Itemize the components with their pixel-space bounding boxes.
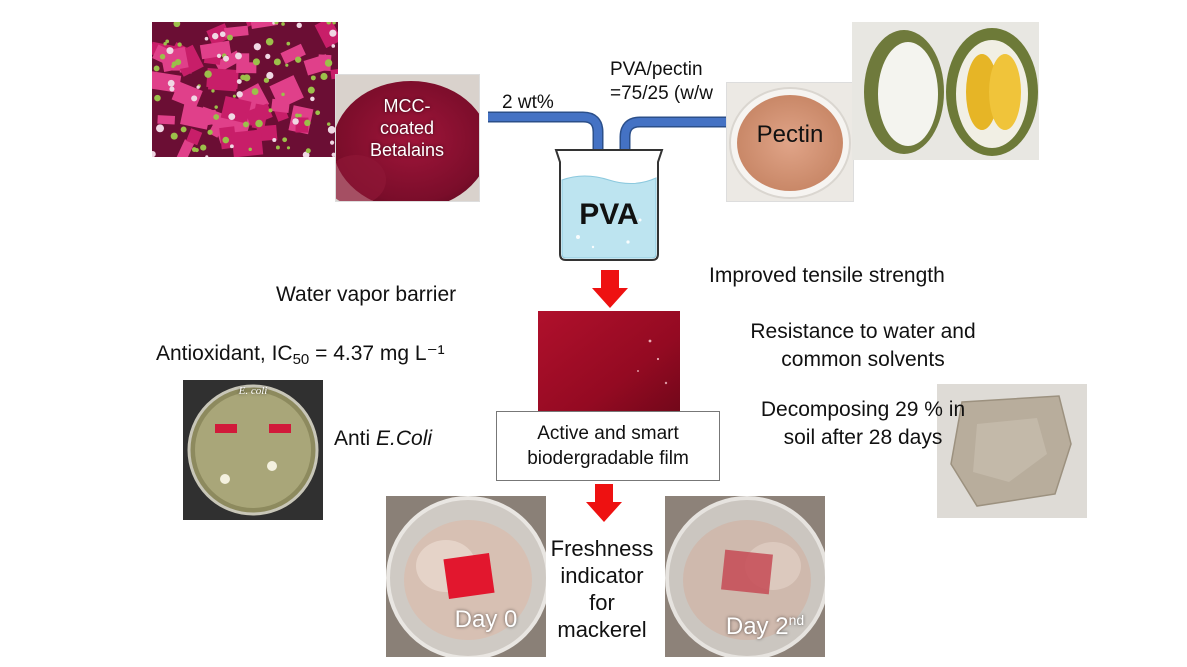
resistance-label: Resistance to water and common solvents xyxy=(750,320,976,371)
film-photo xyxy=(538,311,680,421)
water-vapor-barrier-label: Water vapor barrier xyxy=(276,283,457,306)
antioxidant-subscript: 50 xyxy=(292,351,310,368)
pipe-icon xyxy=(488,111,728,162)
day0-label: Day 0 xyxy=(454,606,518,633)
anti-ecoli-italic: E.Coli xyxy=(376,427,433,450)
day2-prefix: Day 2 xyxy=(725,613,789,640)
antioxidant-prefix: Antioxidant, IC xyxy=(156,342,293,365)
film-description-text: Active and smart biodergradable film xyxy=(527,423,689,469)
dragon-fruit-photo xyxy=(152,22,338,157)
pectin-photo: Pectin xyxy=(726,82,854,202)
decomposed-film-photo xyxy=(937,384,1087,518)
day2-label: Day 2nd xyxy=(705,606,825,641)
down-arrow-icon xyxy=(592,270,628,308)
pva-pectin-ratio-label: PVA/pectin =75/25 (w/w xyxy=(610,59,713,104)
day2-superscript: nd xyxy=(788,612,805,628)
beaker-icon xyxy=(554,149,664,261)
ecoli-plate-photo: E. coli xyxy=(183,380,323,520)
pectin-label: Pectin xyxy=(756,121,824,148)
antioxidant-value: = 4.37 mg L⁻¹ xyxy=(309,342,445,365)
antioxidant-label: Antioxidant, IC50 = 4.37 mg L⁻¹ xyxy=(156,341,445,373)
film-description-box: Active and smart biodergradable film xyxy=(496,411,720,481)
mackerel-day2-photo: Day 2nd xyxy=(665,496,825,657)
wt-label: 2 wt% xyxy=(502,92,554,113)
decomposition-label: Decomposing 29 % in soil after 28 days xyxy=(760,398,966,449)
anti-ecoli-label: Anti E.Coli xyxy=(334,426,432,452)
anti-ecoli-prefix: Anti xyxy=(334,427,377,450)
tensile-strength-label: Improved tensile strength xyxy=(709,264,945,287)
mcc-betalains-label: MCC- coated Betalains xyxy=(369,96,445,160)
pva-label: PVA xyxy=(579,198,639,231)
freshness-indicator-label: Freshness indicator for mackerel xyxy=(550,536,654,642)
ecoli-plate-label: E. coli xyxy=(238,385,268,397)
mackerel-day0-photo: Day 0 xyxy=(386,496,546,657)
down-arrow-icon xyxy=(586,484,622,522)
durian-photo xyxy=(852,22,1039,160)
mcc-betalains-photo: MCC- coated Betalains xyxy=(335,74,480,202)
